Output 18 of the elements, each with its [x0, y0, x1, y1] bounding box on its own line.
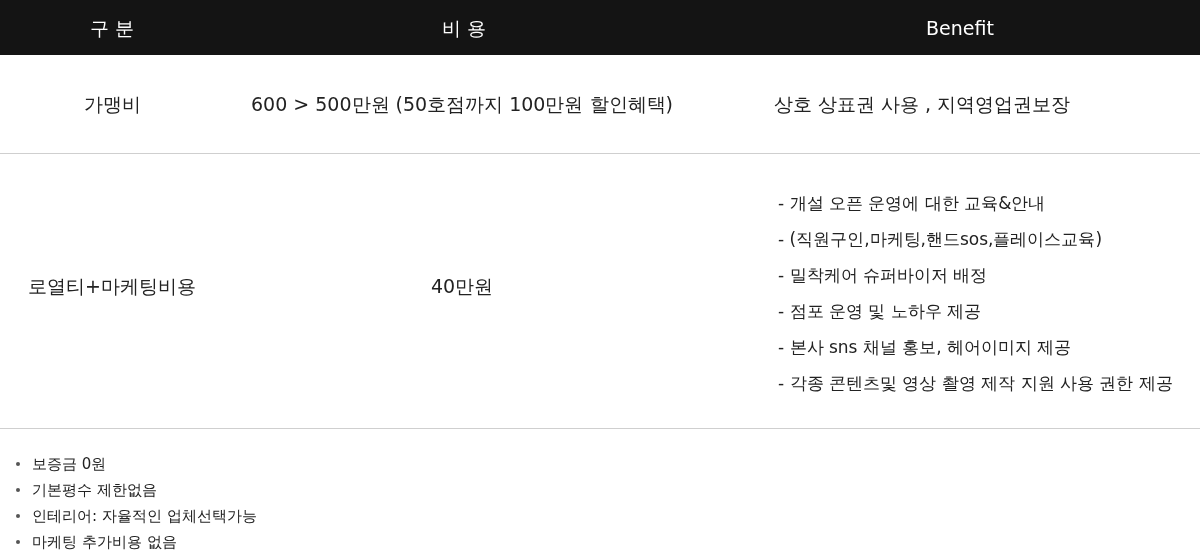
table-cell: 600 > 500만원 (50호점까지 100만원 할인혜택) — [251, 92, 673, 116]
benefit-item: - 개설 오픈 운영에 대한 교육&안내 — [778, 192, 1046, 214]
benefit-item: - 각종 콘텐츠및 영상 촬영 제작 지원 사용 권한 제공 — [778, 372, 1173, 394]
benefit-item: - (직원구인,마케팅,핸드sos,플레이스교육) — [778, 228, 1103, 250]
column-header: 구 분 — [90, 16, 135, 40]
column-header: 비 용 — [442, 16, 487, 40]
note-item: 인테리어: 자율적인 업체선택가능 — [16, 506, 257, 526]
benefit-item: - 밀착케어 슈퍼바이저 배정 — [778, 264, 988, 286]
table-cell: 40만원 — [431, 274, 494, 298]
table-cell: 가맹비 — [83, 92, 141, 116]
table-cell: 로열티+마케팅비용 — [28, 274, 196, 298]
note-item: 기본평수 제한없음 — [16, 480, 157, 500]
column-header: Benefit — [926, 16, 994, 40]
benefit-item: - 본사 sns 채널 홍보, 헤어이미지 제공 — [778, 336, 1072, 358]
note-item: 마케팅 추가비용 없음 — [16, 532, 177, 550]
note-item: 보증금 0원 — [16, 454, 107, 474]
table-cell: 상호 상표권 사용 , 지역영업권보장 — [774, 92, 1071, 116]
benefit-item: - 점포 운영 및 노하우 제공 — [778, 300, 982, 322]
